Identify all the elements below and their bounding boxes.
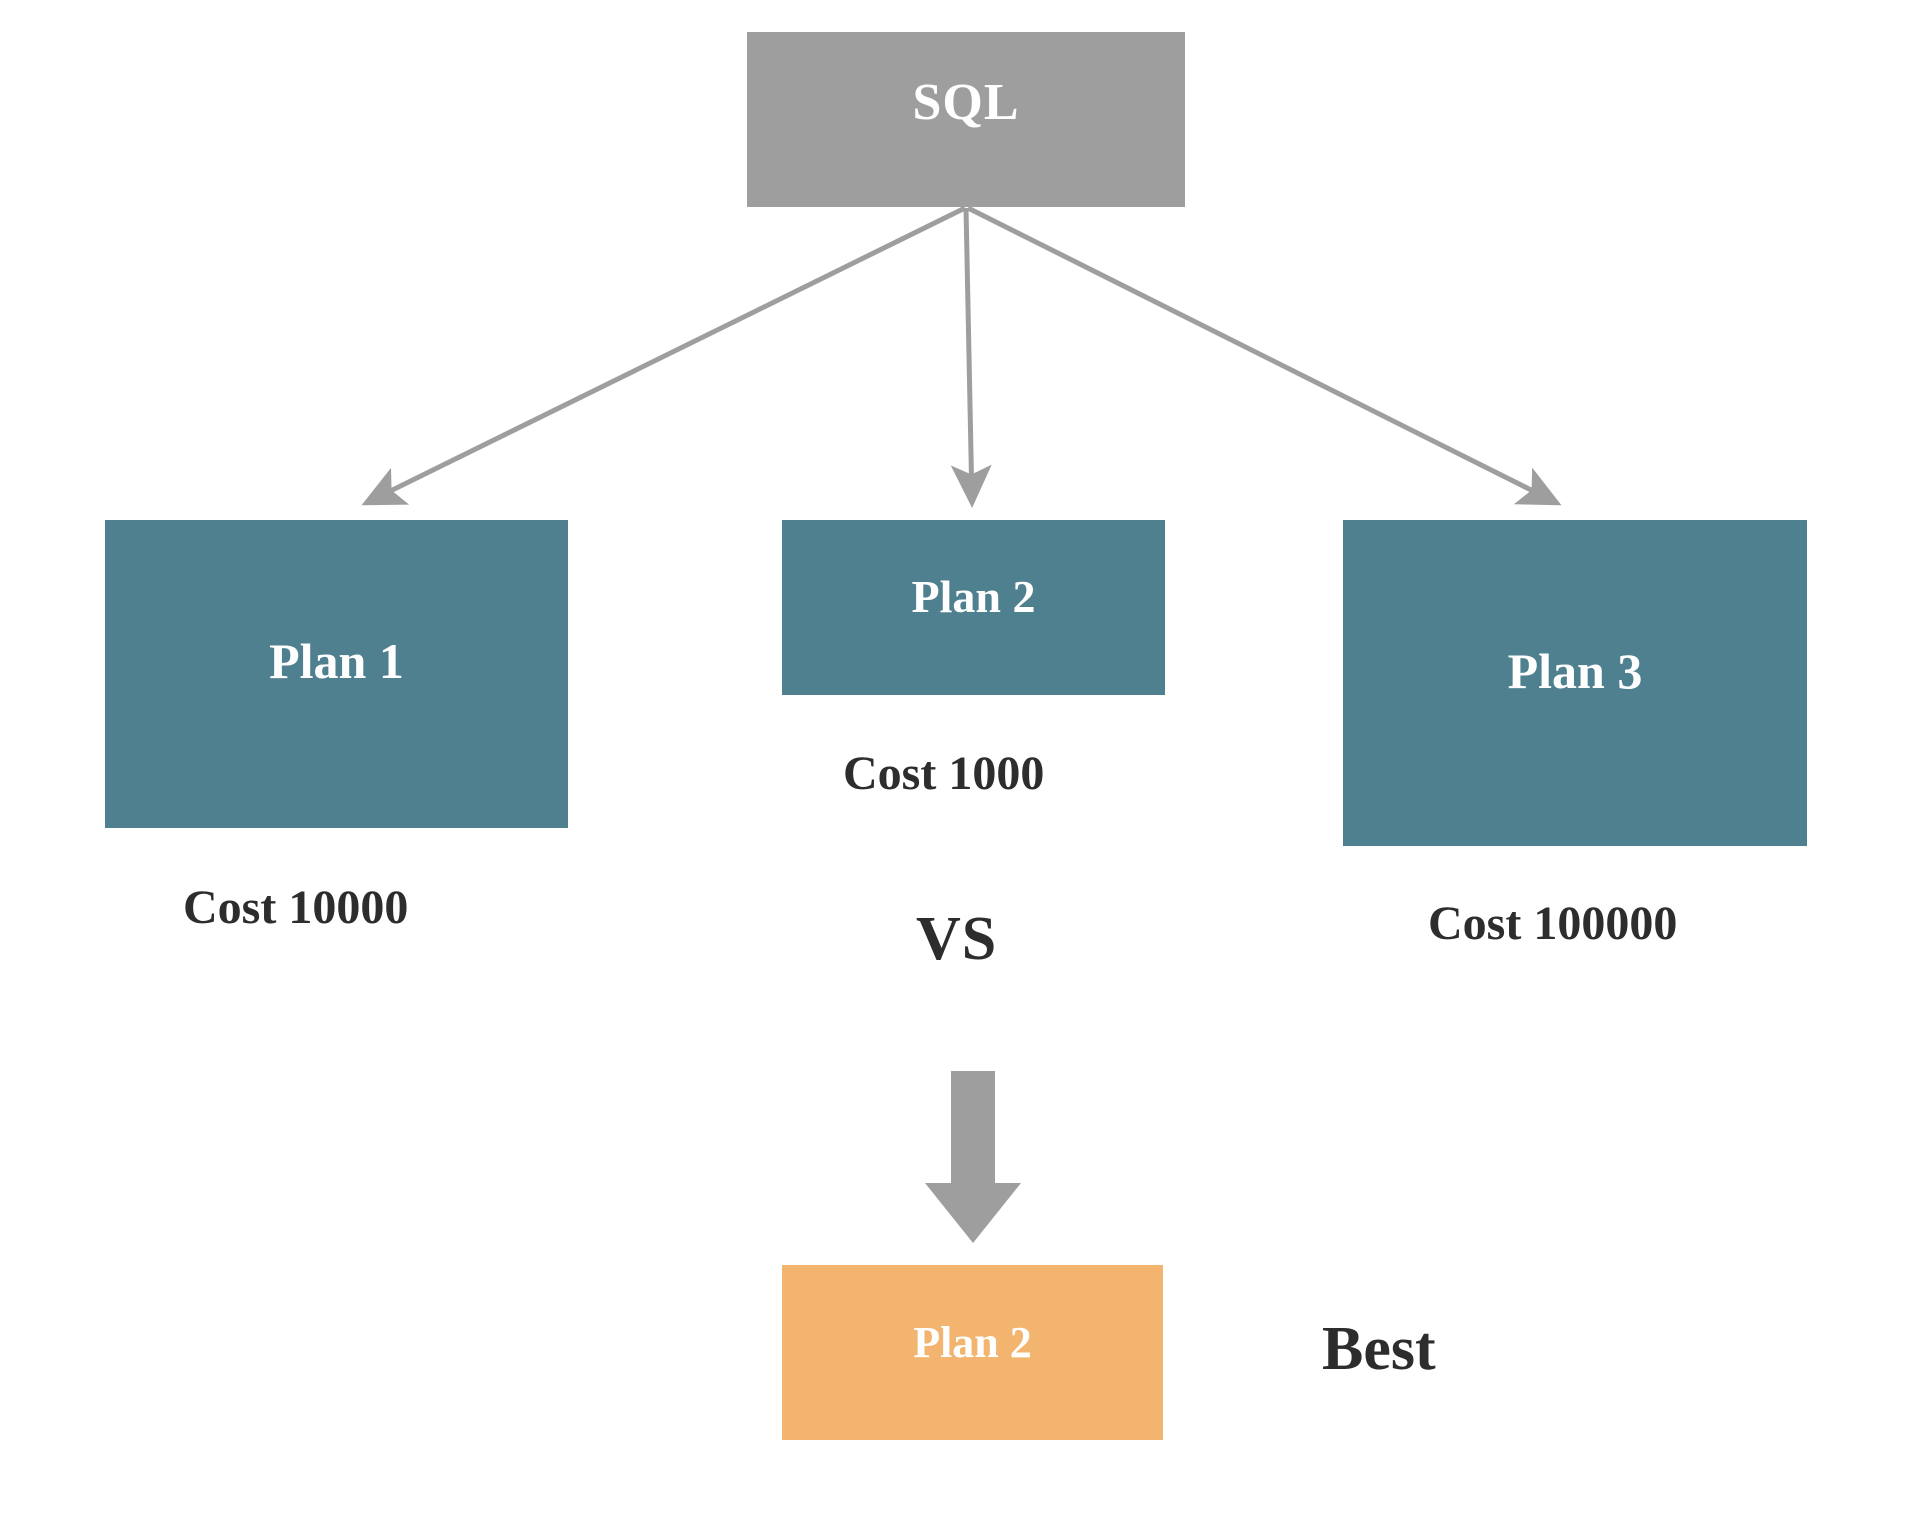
edge-vs-to-winner <box>925 1071 1021 1243</box>
cost-label-plan-1: Cost 10000 <box>183 881 409 934</box>
best-annotation-label: Best <box>1322 1315 1436 1383</box>
node-winner-plan-label: Plan 2 <box>913 1318 1032 1367</box>
node-plan-2[interactable]: Plan 2 <box>782 520 1165 695</box>
cost-label-plan-2: Cost 1000 <box>843 747 1045 800</box>
node-sql-label: SQL <box>912 74 1020 131</box>
edge-sql-to-plan3 <box>966 205 1562 506</box>
node-plan-3[interactable]: Plan 3 <box>1343 520 1807 846</box>
cost-label-plan-3: Cost 100000 <box>1428 897 1678 950</box>
node-plan-2-label: Plan 2 <box>911 571 1036 622</box>
node-plan-3-label: Plan 3 <box>1507 643 1643 699</box>
node-sql[interactable]: SQL <box>747 32 1185 207</box>
node-winner-plan[interactable]: Plan 2 <box>782 1265 1163 1440</box>
edge-sql-to-plan1 <box>361 205 967 506</box>
node-plan-1[interactable]: Plan 1 <box>105 520 568 828</box>
node-plan-1-label: Plan 1 <box>269 633 404 689</box>
edge-sql-to-plan2 <box>950 207 992 508</box>
vs-label: VS <box>916 905 998 973</box>
